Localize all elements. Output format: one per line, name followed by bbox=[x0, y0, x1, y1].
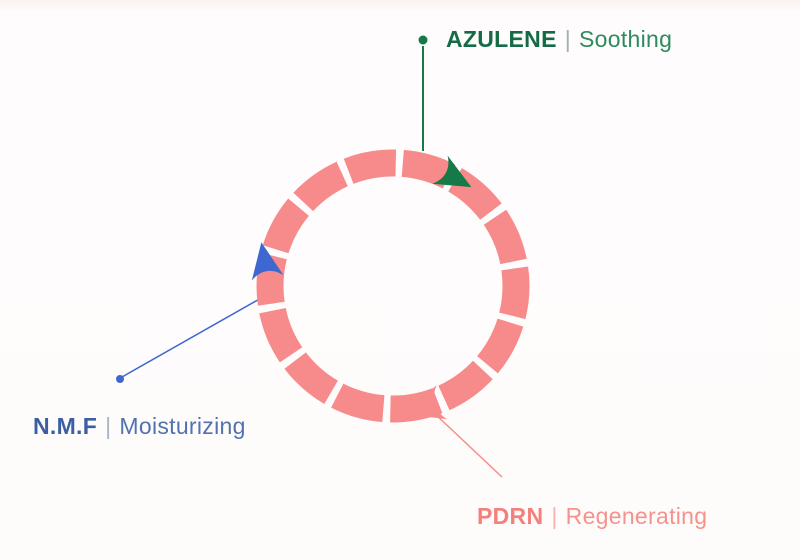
pdrn-name: PDRN bbox=[477, 503, 544, 529]
nmf-arrow-icon bbox=[251, 242, 284, 281]
pdrn-leader-line bbox=[433, 412, 503, 478]
azulene-arrow-icon bbox=[432, 155, 472, 188]
nmf-name: N.M.F bbox=[33, 413, 98, 439]
label-azulene: AZULENE | Soothing bbox=[446, 26, 672, 54]
nmf-descriptor: Moisturizing bbox=[119, 413, 246, 439]
azulene-separator: | bbox=[564, 26, 571, 52]
pdrn-separator: | bbox=[551, 503, 558, 529]
cycle-ring bbox=[256, 149, 530, 423]
azulene-name: AZULENE bbox=[446, 26, 557, 52]
pdrn-descriptor: Regenerating bbox=[565, 503, 708, 529]
nmf-leader-line bbox=[121, 296, 264, 378]
nmf-separator: | bbox=[105, 413, 112, 439]
label-nmf: N.M.F | Moisturizing bbox=[33, 413, 246, 441]
label-pdrn: PDRN | Regenerating bbox=[477, 503, 707, 531]
pdrn-arrow-icon bbox=[403, 384, 448, 420]
azulene-leader-dot bbox=[418, 35, 428, 45]
azulene-descriptor: Soothing bbox=[579, 26, 673, 52]
